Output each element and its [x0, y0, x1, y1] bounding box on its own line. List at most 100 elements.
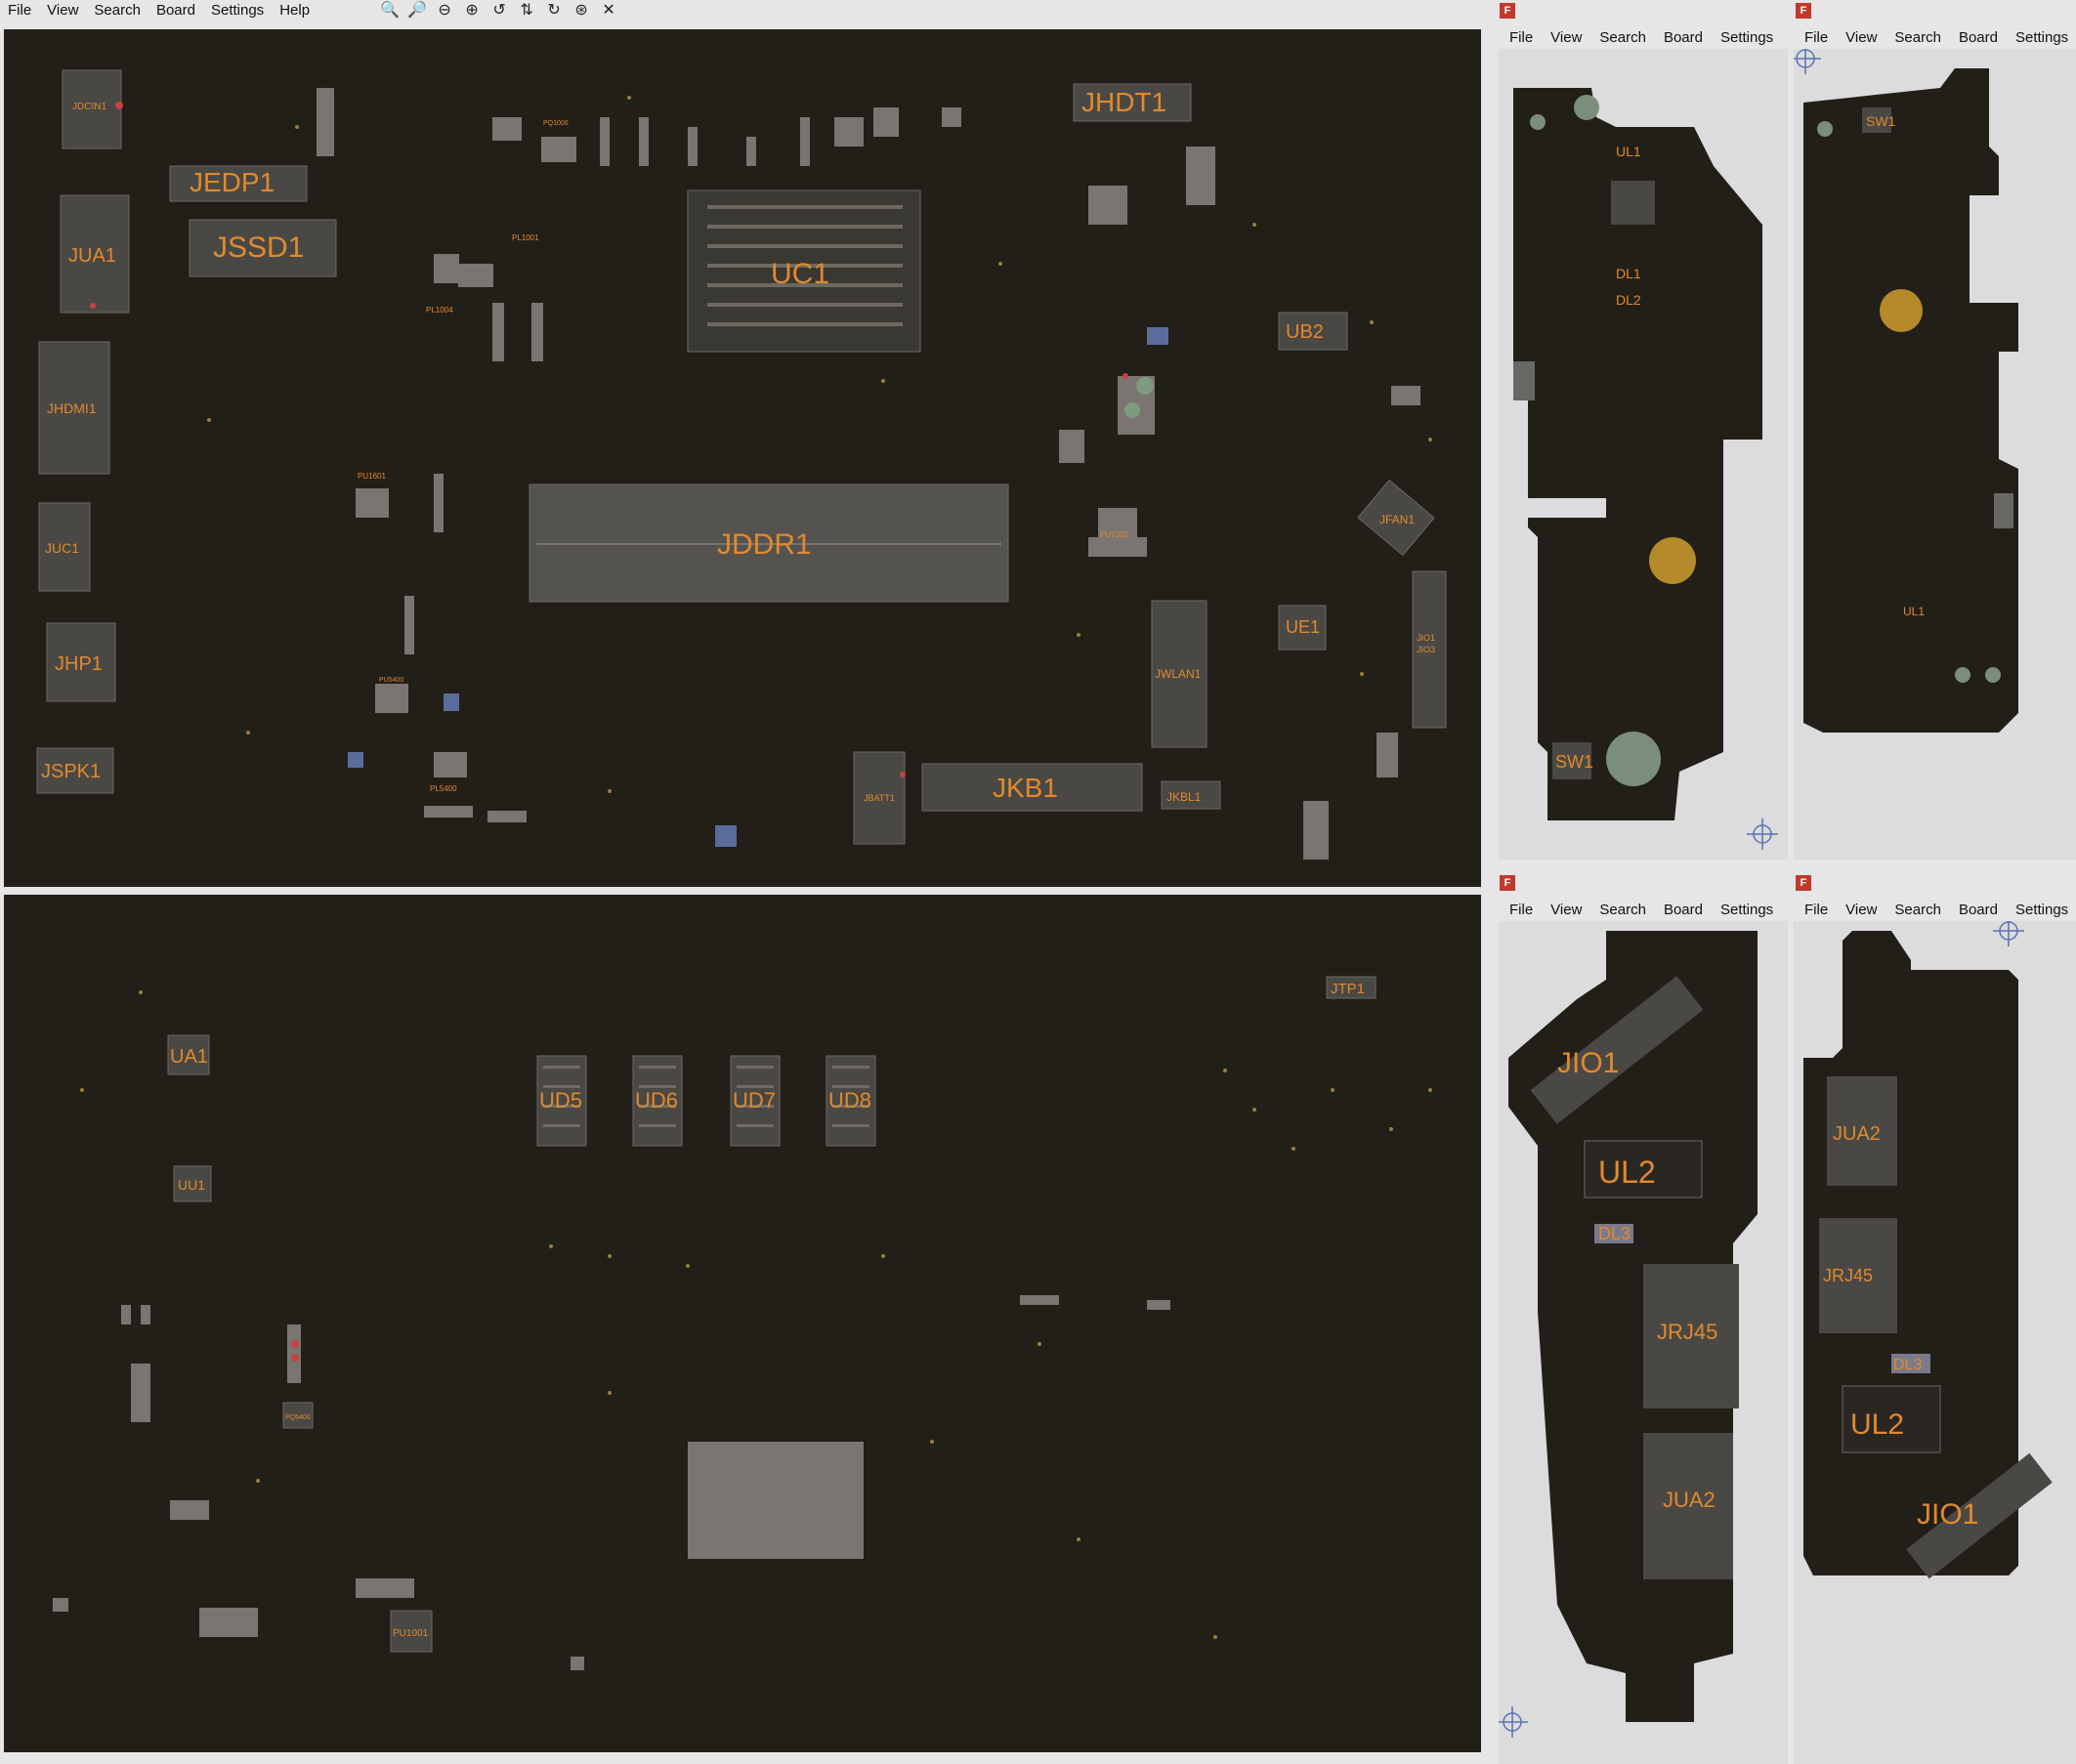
- connector-jwlan1[interactable]: [1151, 600, 1207, 748]
- menu-board[interactable]: Board: [155, 1, 195, 19]
- menu-board[interactable]: Board: [1958, 901, 1998, 918]
- menu-view[interactable]: View: [1845, 901, 1878, 918]
- rotate-right-icon[interactable]: ↻: [547, 2, 561, 19]
- rotate-left-icon[interactable]: ↺: [492, 2, 506, 19]
- menu-settings[interactable]: Settings: [2014, 28, 2069, 46]
- menu-search[interactable]: Search: [1599, 28, 1646, 46]
- flip-icon[interactable]: ⇅: [520, 2, 533, 19]
- menu-settings[interactable]: Settings: [2014, 901, 2069, 918]
- menu-settings[interactable]: Settings: [210, 1, 265, 19]
- label-jedp1: JEDP1: [190, 167, 275, 197]
- label-jfan1: JFAN1: [1379, 513, 1415, 526]
- sub-panel-4-canvas[interactable]: JUA2 JRJ45 DL3 UL2 JIO1: [1794, 921, 2076, 1764]
- menu-settings[interactable]: Settings: [1719, 901, 1774, 918]
- connector-jkb1[interactable]: [921, 763, 1143, 812]
- sub-panel-2-menubar: File View Search Board Settings H: [1796, 26, 2076, 48]
- label-ud8: UD8: [828, 1088, 871, 1113]
- menu-view[interactable]: View: [1845, 28, 1878, 46]
- label-jssd1: JSSD1: [213, 231, 304, 264]
- sub-panel-4-view[interactable]: JUA2 JRJ45 DL3 UL2 JIO1: [1794, 921, 2076, 1764]
- menu-search[interactable]: Search: [1894, 901, 1941, 918]
- menu-board[interactable]: Board: [1663, 901, 1703, 918]
- menu-file[interactable]: File: [1509, 901, 1534, 918]
- chip-ud6[interactable]: [632, 1055, 683, 1147]
- label-ua1: UA1: [170, 1046, 208, 1068]
- menu-search[interactable]: Search: [1894, 28, 1941, 46]
- menu-view[interactable]: View: [1550, 901, 1583, 918]
- sub-panel-1-canvas[interactable]: UL1 DL1 DL2 SW1: [1499, 49, 1788, 860]
- connector-jhdt1[interactable]: [1073, 83, 1192, 122]
- zoom-in-plus-icon[interactable]: 🔎: [407, 2, 427, 19]
- label-sw1: SW1: [1866, 113, 1896, 129]
- menu-file[interactable]: File: [1509, 28, 1534, 46]
- label-ul2: UL2: [1598, 1155, 1656, 1190]
- chip-uu1[interactable]: [173, 1165, 212, 1202]
- label-dl3: DL3: [1598, 1224, 1631, 1243]
- connector-jhp1[interactable]: [46, 622, 116, 702]
- menu-help[interactable]: H: [1782, 29, 1786, 46]
- close-icon[interactable]: ✕: [602, 2, 615, 19]
- label-jrj45: JRJ45: [1657, 1320, 1717, 1344]
- chip-ua1[interactable]: [167, 1034, 210, 1075]
- label-ud6: UD6: [635, 1088, 678, 1113]
- connector-jedp1[interactable]: [169, 165, 308, 202]
- connector-jhdmi1[interactable]: [38, 341, 110, 475]
- menu-file[interactable]: File: [1804, 901, 1829, 918]
- label-jwlan1: JWLAN1: [1155, 667, 1202, 681]
- label-jio1: JIO1: [1417, 633, 1435, 643]
- sub-panel-2-view[interactable]: SW1 UL1: [1794, 49, 2076, 860]
- label-ud5: UD5: [539, 1088, 582, 1113]
- menu-board[interactable]: Board: [1958, 28, 1998, 46]
- sub-panel-3-view[interactable]: JIO1 UL2 DL3 JRJ45 JUA2: [1499, 921, 1788, 1764]
- connector-jdcin1[interactable]: [62, 69, 122, 149]
- menu-search[interactable]: Search: [94, 1, 141, 19]
- sub-panel-1-view[interactable]: UL1 DL1 DL2 SW1: [1499, 49, 1788, 860]
- label-dl3: DL3: [1893, 1357, 1922, 1373]
- connector-jkbl1[interactable]: [1161, 780, 1221, 810]
- sub-panel-1-menubar: File View Search Board Settings H: [1501, 26, 1786, 48]
- menu-settings[interactable]: Settings: [1719, 28, 1774, 46]
- chip-pu1001[interactable]: [390, 1610, 433, 1653]
- zoom-in-icon[interactable]: 🔍: [380, 2, 400, 19]
- menu-help[interactable]: Help: [279, 1, 311, 19]
- menu-view[interactable]: View: [47, 1, 79, 19]
- connector-jfan1[interactable]: [1357, 479, 1435, 557]
- board-canvas-top[interactable]: JDCIN1 JEDP1 JSSD1 JUA1 JHDMI1 JUC1 JHP1…: [4, 29, 1481, 887]
- connector-jbatt1[interactable]: [853, 751, 906, 845]
- chip-pq5400[interactable]: [282, 1402, 314, 1429]
- label-pu5400: PU5400: [379, 677, 403, 684]
- label-jrj45: JRJ45: [1823, 1266, 1873, 1285]
- board-view-top[interactable]: JDCIN1 JEDP1 JSSD1 JUA1 JHDMI1 JUC1 JHP1…: [4, 29, 1481, 887]
- label-ul1: UL1: [1903, 605, 1925, 618]
- sub-panel-2-canvas[interactable]: SW1 UL1: [1794, 49, 2076, 860]
- connector-jspk1[interactable]: [36, 747, 114, 794]
- chip-ub2[interactable]: [1278, 312, 1348, 351]
- sub-panel-3-canvas[interactable]: JIO1 UL2 DL3 JRJ45 JUA2: [1499, 921, 1788, 1764]
- label-ul2: UL2: [1850, 1408, 1904, 1441]
- testpoint-jtp1[interactable]: [1326, 976, 1377, 999]
- chip-ue1[interactable]: [1278, 605, 1327, 651]
- menu-view[interactable]: View: [1550, 28, 1583, 46]
- zoom-fit-icon[interactable]: ⊕: [465, 2, 479, 19]
- chip-ud5[interactable]: [536, 1055, 587, 1147]
- label-jddr1: JDDR1: [717, 528, 812, 561]
- label-ub2: UB2: [1286, 321, 1324, 343]
- main-menubar: File View Search Board Settings Help 🔍 🔎…: [0, 0, 622, 20]
- connector-juc1[interactable]: [38, 502, 91, 592]
- center-icon[interactable]: ⊛: [574, 2, 588, 19]
- app-icon: F: [1796, 875, 1811, 891]
- zoom-out-icon[interactable]: ⊖: [438, 2, 451, 19]
- connector-jua1[interactable]: [60, 194, 130, 314]
- connector-jio1[interactable]: [1412, 570, 1447, 729]
- menu-file[interactable]: File: [8, 1, 32, 19]
- board-outline: [1513, 88, 1762, 820]
- board-canvas-bottom[interactable]: UA1 UU1 UD5 UD6 UD7 UD8 JTP1 PU1001 PQ54…: [4, 895, 1481, 1752]
- menu-board[interactable]: Board: [1663, 28, 1703, 46]
- menu-help[interactable]: H: [1782, 902, 1786, 918]
- chip-ud8[interactable]: [826, 1055, 876, 1147]
- chip-ud7[interactable]: [730, 1055, 781, 1147]
- connector-jssd1[interactable]: [189, 219, 337, 277]
- menu-search[interactable]: Search: [1599, 901, 1646, 918]
- board-view-bottom[interactable]: UA1 UU1 UD5 UD6 UD7 UD8 JTP1 PU1001 PQ54…: [4, 895, 1481, 1752]
- menu-file[interactable]: File: [1804, 28, 1829, 46]
